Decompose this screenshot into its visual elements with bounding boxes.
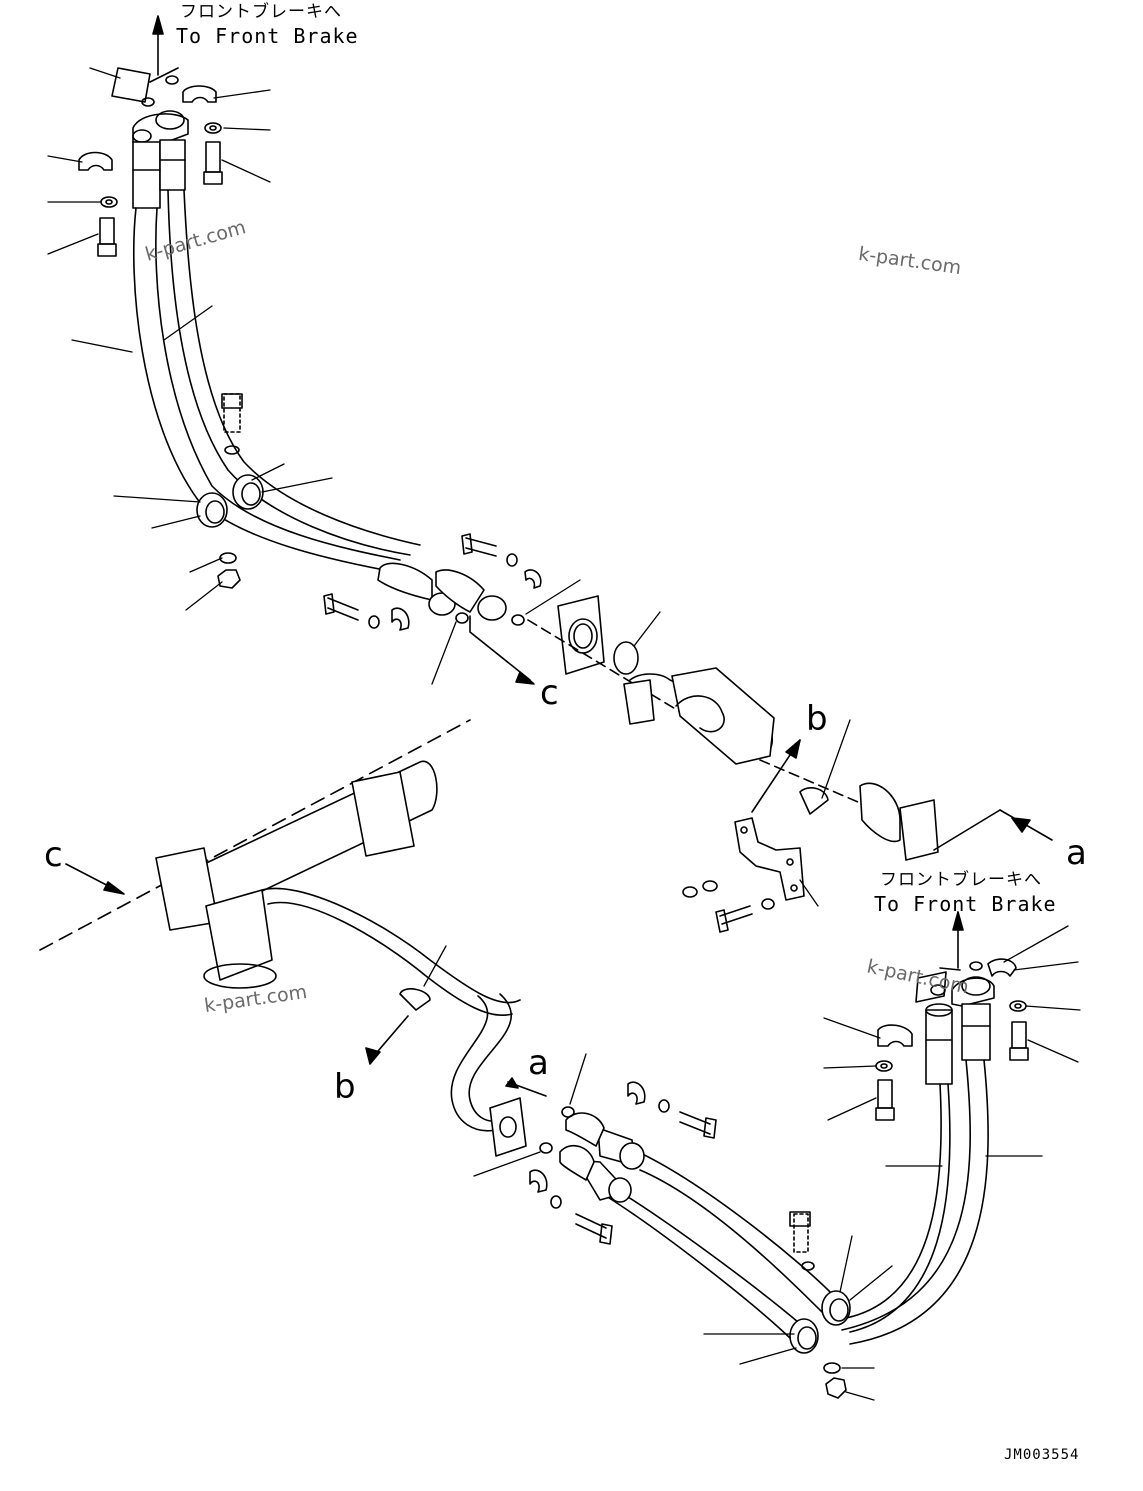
front-brake-note-en-right: To Front Brake bbox=[874, 892, 1057, 916]
front-brake-note-jp-right: フロントブレーキへ bbox=[880, 870, 1042, 890]
front-brake-note-jp-top: フロントブレーキへ bbox=[180, 2, 342, 22]
rear-axle-housing bbox=[527, 619, 1053, 861]
view-marker-a-lower: a bbox=[528, 1043, 549, 1083]
view-marker-c-left: c bbox=[44, 835, 63, 875]
front-brake-note-en-top: To Front Brake bbox=[176, 24, 359, 48]
lower-hose-assembly bbox=[529, 911, 1029, 1399]
view-marker-c-mid: c bbox=[540, 673, 559, 713]
lower-bend-hose bbox=[450, 993, 547, 1157]
drawing-code: JM003554 bbox=[1004, 1447, 1080, 1463]
view-marker-a-right: a bbox=[1066, 833, 1087, 873]
view-marker-b-upper: b bbox=[806, 699, 828, 739]
leader-lines bbox=[47, 67, 1081, 1401]
front-axle-housing bbox=[39, 719, 521, 1065]
hose-bracket bbox=[682, 739, 829, 933]
view-marker-b-lower: b bbox=[334, 1067, 356, 1107]
upper-hose-assembly bbox=[78, 15, 639, 685]
